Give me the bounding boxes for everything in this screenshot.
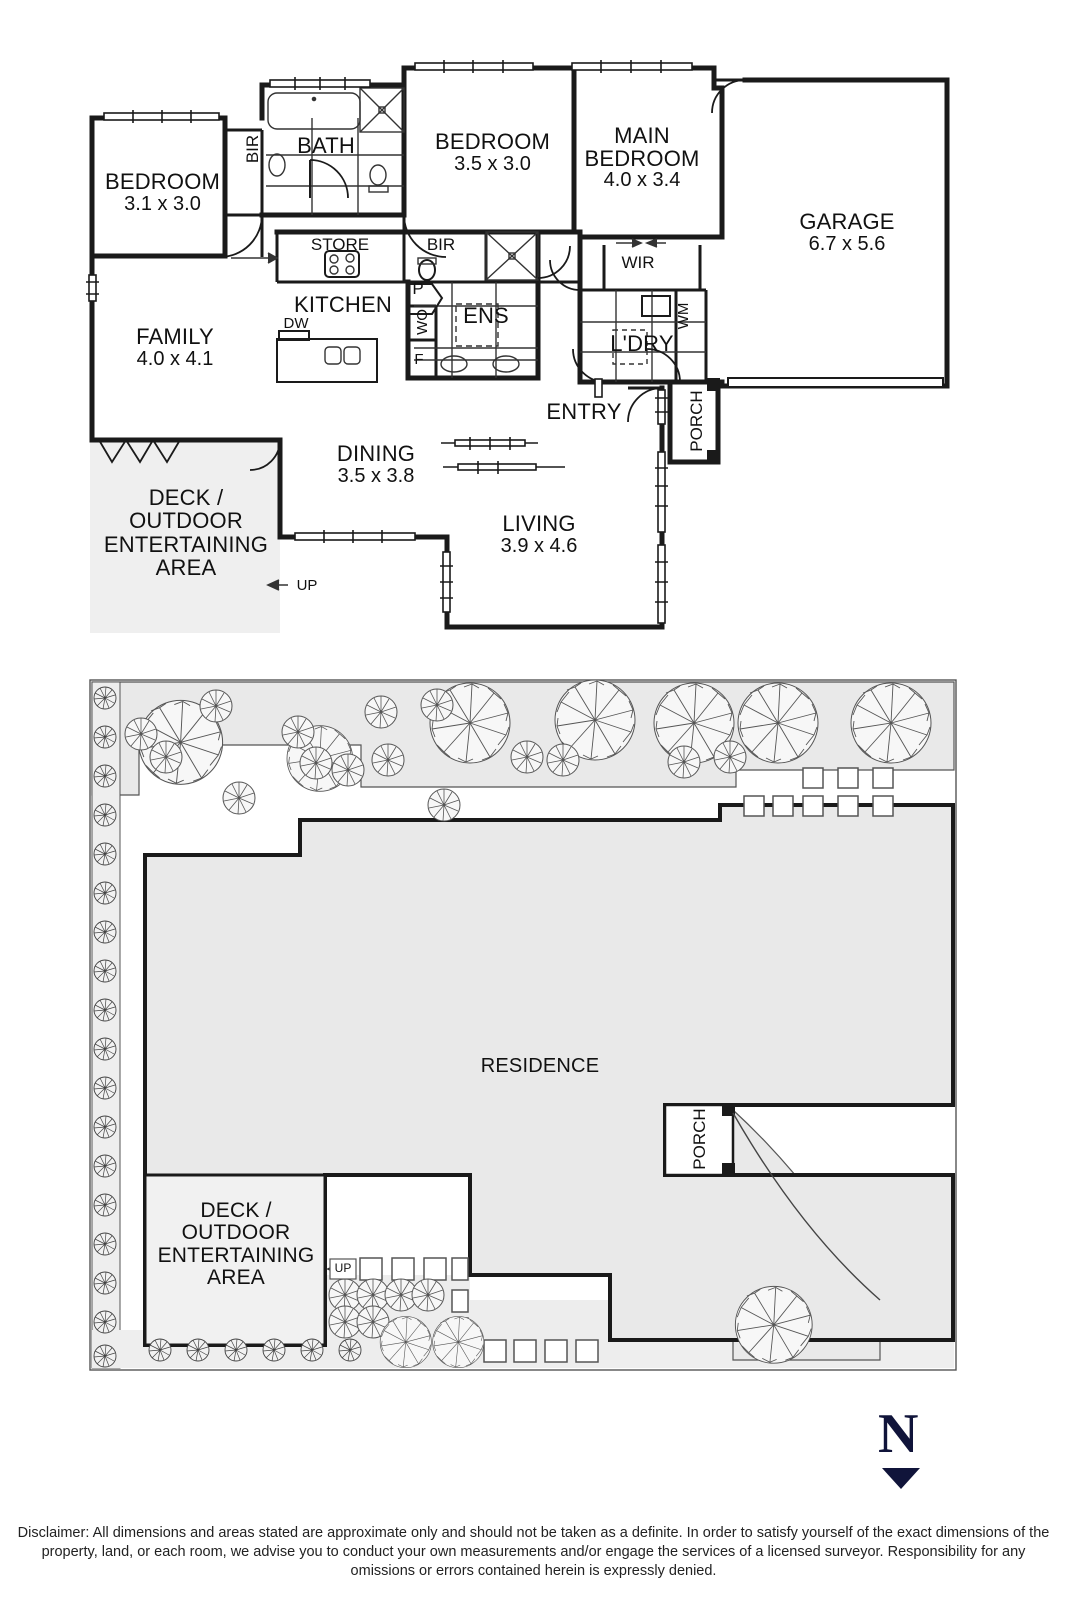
compass-arrow [882,1468,920,1489]
floor-plan-group [86,60,950,633]
compass-north-label: N [878,1403,919,1465]
disclaimer-text: Disclaimer: All dimensions and areas sta… [17,1525,1050,1579]
site-plan-group [89,679,957,1371]
